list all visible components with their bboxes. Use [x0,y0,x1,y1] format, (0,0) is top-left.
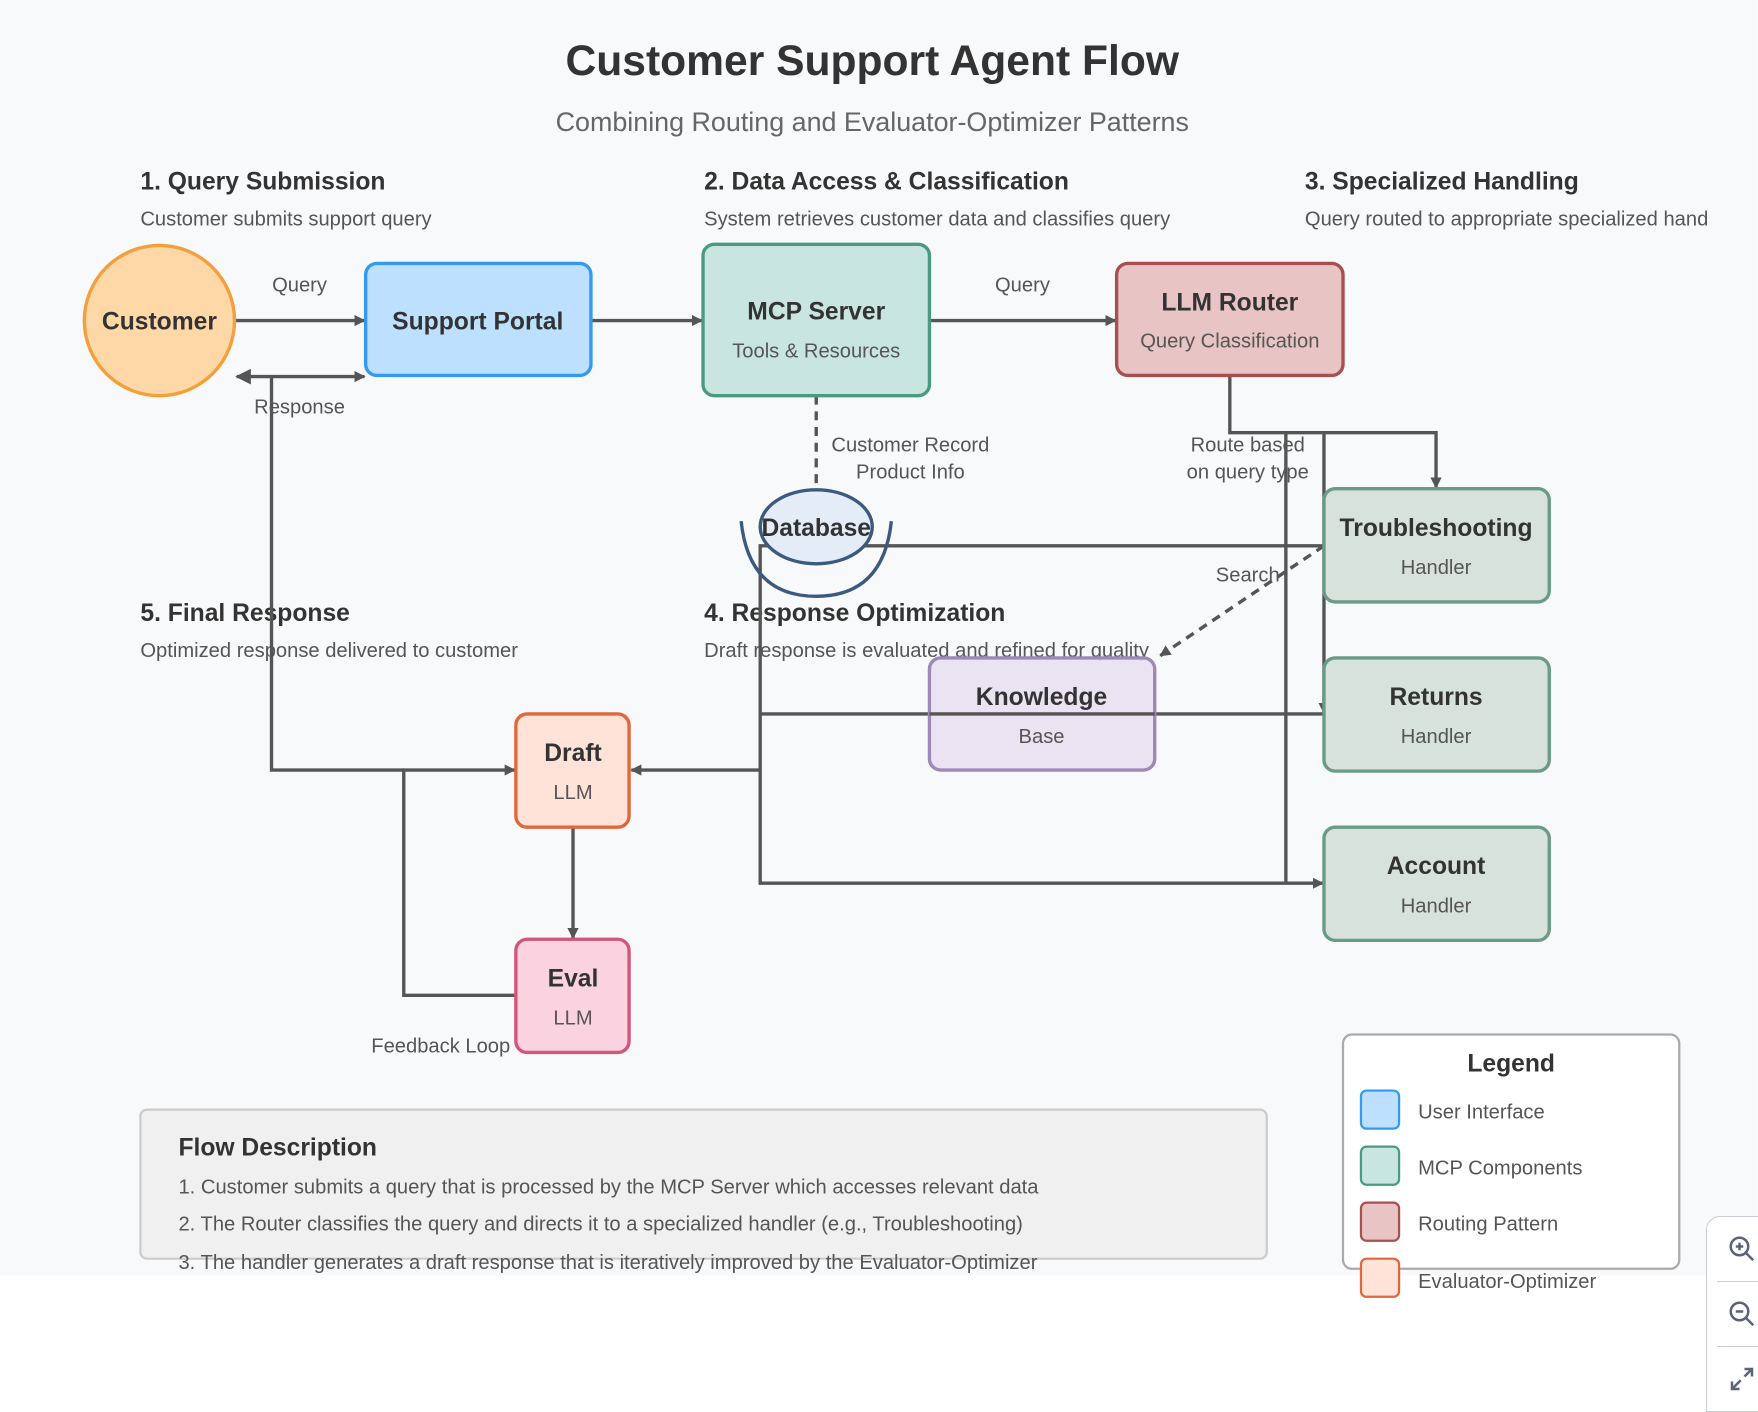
flow-line: 3. The handler generates a draft respons… [178,1252,1037,1274]
node-eval-llm[interactable]: Eval LLM [514,937,631,1055]
section-desc: System retrieves customer data and class… [704,208,1171,230]
node-draft-llm[interactable]: Draft LLM [514,712,631,829]
node-sublabel: Handler [1401,895,1472,917]
node-label: LLM Router [1161,289,1298,316]
node-label: Knowledge [976,684,1107,711]
zoom-in-button[interactable] [1717,1217,1758,1282]
edge-label-product-info: Product Info [856,462,965,484]
edge-label-customer-record: Customer Record [831,435,989,457]
section-1: 1. Query Submission Customer submits sup… [140,168,432,230]
flow-line: 1. Customer submits a query that is proc… [178,1177,1039,1199]
section-heading: 2. Data Access & Classification [704,168,1069,195]
expand-icon [1730,1367,1754,1391]
node-mcp-server[interactable]: MCP Server Tools & Resources [701,242,932,398]
page-subtitle: Combining Routing and Evaluator-Optimize… [556,107,1189,137]
legend: Legend User Interface MCP Components Rou… [1341,1033,1681,1298]
section-3: 3. Specialized Handling Query routed to … [1305,168,1708,230]
node-sublabel: Handler [1401,726,1472,748]
node-label: Database [761,515,871,542]
node-sublabel: LLM [553,1007,592,1029]
section-heading: 5. Final Response [140,600,350,627]
node-support-portal[interactable]: Support Portal [363,261,593,378]
fit-view-button[interactable] [1717,1347,1758,1411]
section-heading: 4. Response Optimization [704,600,1005,627]
node-returns[interactable]: Returns Handler [1322,656,1551,773]
legend-item-evaluator-optimizer: Evaluator-Optimizer [1359,1257,1597,1298]
section-5: 5. Final Response Optimized response del… [140,600,518,662]
section-desc: Customer submits support query [140,208,432,230]
legend-swatch [1359,1089,1401,1130]
legend-swatch [1359,1145,1401,1186]
node-customer[interactable]: Customer [82,243,237,398]
legend-item-routing-pattern: Routing Pattern [1359,1201,1558,1242]
legend-item-mcp-components: MCP Components [1359,1145,1582,1186]
edge-label-query: Query [272,274,328,296]
legend-swatch [1359,1257,1401,1298]
edge-label-response: Response [254,397,345,419]
node-label: Account [1387,853,1486,880]
edge-search-knowledge [1159,544,1325,658]
flow-title: Flow Description [178,1135,377,1162]
section-heading: 1. Query Submission [140,168,385,195]
zoom-out-button[interactable] [1717,1282,1758,1347]
flow-description: Flow Description 1. Customer submits a q… [139,1108,1268,1274]
edge-router-troubleshooting [1228,375,1442,489]
node-sublabel: Handler [1401,557,1472,579]
node-sublabel: Tools & Resources [732,341,900,363]
section-heading: 3. Specialized Handling [1305,168,1579,195]
page-title: Customer Support Agent Flow [566,37,1180,85]
legend-swatch [1359,1201,1401,1242]
node-sublabel: LLM [553,782,592,804]
zoom-out-icon [1729,1301,1755,1327]
legend-item-user-interface: User Interface [1359,1089,1545,1130]
node-sublabel: Base [1019,726,1065,748]
node-label: Customer [102,309,217,336]
flow-line: 2. The Router classifies the query and d… [178,1214,1022,1236]
edge-label-feedback: Feedback Loop [371,1035,510,1057]
node-account[interactable]: Account Handler [1322,825,1551,943]
node-label: Returns [1389,684,1482,711]
legend-title: Legend [1467,1051,1555,1078]
legend-label: MCP Components [1418,1158,1582,1180]
edge-label-route: Route based [1191,435,1305,457]
node-label: Draft [544,740,602,767]
edge-feedback-loop [402,764,516,997]
node-label: MCP Server [747,298,885,325]
node-sublabel: Query Classification [1140,330,1319,352]
edge-final-response [269,376,404,772]
node-llm-router[interactable]: LLM Router Query Classification [1114,261,1345,378]
section-desc: Query routed to appropriate specialized … [1305,208,1708,230]
section-2: 2. Data Access & Classification System r… [704,168,1171,230]
node-database[interactable]: Database [739,488,894,598]
edge-label-search: Search [1216,565,1280,587]
legend-label: Routing Pattern [1418,1214,1558,1236]
node-troubleshooting[interactable]: Troubleshooting Handler [1322,486,1551,604]
legend-label: User Interface [1418,1102,1545,1124]
section-desc: Optimized response delivered to customer [140,640,518,662]
node-label: Eval [548,965,599,992]
edge-label-query: Query [995,274,1051,296]
node-label: Troubleshooting [1340,515,1533,542]
legend-label: Evaluator-Optimizer [1418,1271,1596,1293]
zoom-controls [1706,1216,1758,1412]
node-label: Support Portal [392,309,563,336]
edge-label-route: on query type [1187,462,1309,484]
zoom-in-icon [1729,1236,1755,1262]
